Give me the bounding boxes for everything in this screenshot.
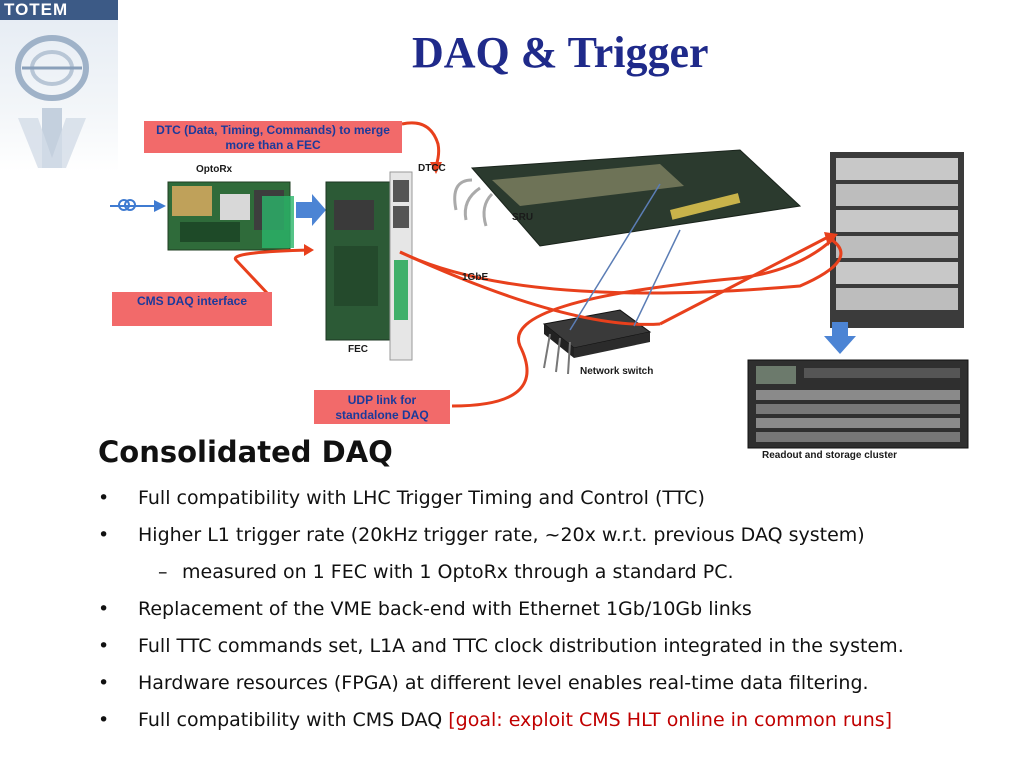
bullet-marker: • bbox=[98, 635, 110, 657]
bullet-text: Full TTC commands set, L1A and TTC clock… bbox=[138, 635, 904, 657]
blue-link-line bbox=[569, 183, 661, 331]
bullet-marker: • bbox=[98, 598, 110, 620]
bullet-marker: • bbox=[98, 709, 110, 731]
bullet-item: • Full TTC commands set, L1A and TTC clo… bbox=[98, 628, 998, 665]
optorx-board bbox=[167, 181, 294, 251]
fec-board bbox=[325, 171, 413, 361]
bullet-text: Replacement of the VME back-end with Eth… bbox=[138, 598, 752, 620]
optorx-to-fec-arrow bbox=[296, 194, 326, 226]
slide-title: DAQ & Trigger bbox=[412, 28, 709, 77]
rack-to-storage-arrow bbox=[824, 322, 856, 354]
totem-logo: TOTEM bbox=[0, 0, 118, 172]
fec-label: FEC bbox=[348, 344, 368, 355]
cms-daq-callout: CMS DAQ interface bbox=[112, 292, 272, 326]
bullet-item: • Replacement of the VME back-end with E… bbox=[98, 591, 998, 628]
optorx-label: OptoRx bbox=[196, 164, 233, 175]
cluster-label: Readout and storage cluster bbox=[762, 450, 898, 461]
sub-bullet-text: measured on 1 FEC with 1 OptoRx through … bbox=[182, 561, 734, 583]
sru-board bbox=[453, 149, 802, 247]
red-arrowheads bbox=[304, 162, 838, 256]
bullet-list: • Full compatibility with LHC Trigger Ti… bbox=[98, 480, 998, 739]
bullet-item: • Hardware resources (FPGA) at different… bbox=[98, 665, 998, 702]
sub-bullet-marker: – bbox=[158, 561, 168, 583]
cms-daq-arrow bbox=[233, 248, 311, 296]
bullet-text-with-highlight: Full compatibility with CMS DAQ [goal: e… bbox=[138, 702, 892, 739]
totem-emblem-icon bbox=[15, 35, 89, 168]
bullet-marker: • bbox=[98, 524, 110, 546]
network-switch bbox=[542, 309, 652, 375]
bullet-text: Full compatibility with LHC Trigger Timi… bbox=[138, 487, 705, 509]
section-heading: Consolidated DAQ bbox=[98, 435, 393, 469]
sru-label: SRU bbox=[512, 212, 534, 223]
dtcc-label: DTCC bbox=[418, 163, 446, 174]
bullet-item: • Full compatibility with LHC Trigger Ti… bbox=[98, 480, 998, 517]
bullet-item: • Higher L1 trigger rate (20kHz trigger … bbox=[98, 517, 998, 554]
blue-link-line-2 bbox=[633, 229, 681, 327]
logo-text: TOTEM bbox=[4, 0, 69, 19]
bullet-marker: • bbox=[98, 672, 110, 694]
red-arrows bbox=[233, 121, 843, 408]
bullet-marker: • bbox=[98, 487, 110, 509]
goal-highlight-text: [goal: exploit CMS HLT online in common … bbox=[448, 709, 893, 731]
dtc-arrow bbox=[401, 121, 441, 167]
storage-cluster bbox=[747, 359, 969, 449]
sub-bullet-item: – measured on 1 FEC with 1 OptoRx throug… bbox=[98, 554, 998, 591]
udp-arrow bbox=[451, 236, 836, 408]
server-rack bbox=[830, 152, 964, 328]
network-switch-label: Network switch bbox=[580, 366, 654, 377]
bullet-item: • Full compatibility with CMS DAQ [goal:… bbox=[98, 702, 998, 739]
bullet-text: Full compatibility with CMS DAQ bbox=[138, 709, 449, 731]
bullet-text: Higher L1 trigger rate (20kHz trigger ra… bbox=[138, 524, 865, 546]
udp-callout: UDP link for standalone DAQ bbox=[314, 390, 450, 424]
bullet-text: Hardware resources (FPGA) at different l… bbox=[138, 672, 869, 694]
logo-banner bbox=[0, 0, 118, 20]
dtc-callout: DTC (Data, Timing, Commands) to merge mo… bbox=[144, 121, 402, 153]
fiber-connector-icon bbox=[110, 199, 166, 212]
switch-to-rack-arrow bbox=[659, 234, 831, 326]
gbe-label: 1GbE bbox=[462, 272, 489, 283]
fec-to-rack-arrow-a bbox=[399, 238, 843, 295]
daq-diagram bbox=[110, 121, 969, 449]
